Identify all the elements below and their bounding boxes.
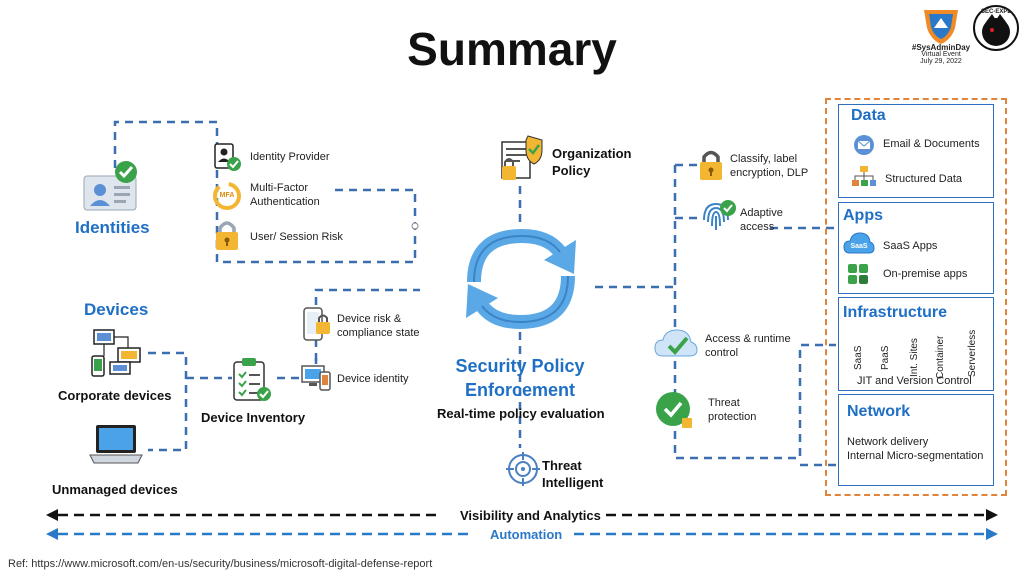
clipboard-check-icon (230, 356, 272, 402)
organization-policy-label: Organization Policy (552, 146, 632, 178)
classify-label: Classify, label encryption, DLP (730, 153, 809, 179)
device-identity-label: Device identity (337, 373, 409, 385)
realtime-evaluation-label: Real-time policy evaluation (437, 406, 605, 421)
reference-link[interactable]: Ref: https://www.microsoft.com/en-us/sec… (8, 558, 433, 570)
network-box: Network Network delivery Internal Micro-… (838, 394, 994, 486)
identity-provider-label: Identity Provider (250, 151, 330, 163)
structured-data-icon (851, 165, 877, 189)
device-identity-icon (300, 362, 332, 392)
adaptive-access-label: Adaptive access (740, 207, 783, 233)
corporate-devices-label: Corporate devices (58, 388, 172, 403)
infra-col-paas: PaaS (880, 345, 891, 370)
data-box: Data Email & Documents Structured Data (838, 104, 994, 198)
saas-apps-label: SaaS Apps (883, 240, 938, 252)
infrastructure-title: Infrastructure (843, 304, 948, 321)
fingerprint-icon (698, 198, 738, 236)
mfa-label: Multi-Factor Authentication (250, 182, 320, 208)
network-title: Network (847, 403, 911, 420)
mfa-icon-text: MFA (219, 192, 235, 199)
identity-card-icon (80, 160, 140, 212)
laptop-icon (88, 423, 144, 471)
devices-label: Devices (84, 300, 149, 319)
infrastructure-box: Infrastructure SaaS PaaS Int. Sites Cont… (838, 297, 994, 391)
network-delivery-label: Network delivery (847, 436, 929, 448)
organization-policy-icon (498, 134, 546, 184)
email-documents-label: Email & Documents (883, 138, 980, 150)
saas-cloud-icon (843, 231, 875, 255)
sync-arrows-icon (460, 226, 582, 332)
infra-col-int-sites: Int. Sites (909, 338, 920, 377)
identities-label: Identities (75, 218, 150, 237)
threat-protection-icon (654, 390, 696, 430)
identity-provider-icon (212, 142, 242, 172)
app-grid-icon (847, 263, 869, 285)
target-icon (506, 452, 540, 486)
device-risk-label: Device risk & compliance state (337, 313, 420, 339)
infra-col-saas: SaaS (853, 345, 864, 370)
jit-version-label: JIT and Version Control (857, 375, 972, 387)
sysadminday-text: #SysAdminDay Virtual Event July 29, 2022 (911, 43, 971, 66)
threat-protection-label: Threat protection (708, 397, 757, 423)
mobile-lock-icon (302, 306, 332, 342)
automation-label: Automation (490, 527, 563, 542)
user-session-risk-label: User/ Session Risk (250, 231, 343, 243)
sysadminday-logo (918, 6, 964, 46)
micro-segmentation-label: Internal Micro-segmentation (847, 450, 984, 462)
device-inventory-label: Device Inventory (201, 410, 306, 425)
sec-expl-logo (972, 4, 1020, 52)
access-runtime-label: Access & runtime control (705, 333, 791, 359)
apps-box: Apps SaaS SaaS Apps On-premise apps (838, 202, 994, 294)
page-title: Summary (407, 23, 617, 75)
threat-intelligent-label: Threat Intelligent (542, 458, 604, 490)
apps-title: Apps (843, 207, 883, 224)
sec-expl-logo-text: SEC-EXPL (980, 9, 1011, 15)
corporate-devices-icon (88, 328, 144, 378)
saas-icon-text: SaaS (850, 243, 868, 250)
structured-data-label: Structured Data (885, 173, 963, 185)
unmanaged-devices-label: Unmanaged devices (52, 482, 178, 497)
padlock-icon (698, 148, 724, 182)
resources-panel (825, 98, 1007, 496)
visibility-analytics-label: Visibility and Analytics (460, 508, 601, 523)
data-title: Data (851, 107, 886, 124)
lock-icon (212, 218, 242, 252)
on-premise-apps-label: On-premise apps (883, 268, 968, 280)
infra-col-container: Container (935, 335, 946, 379)
cloud-check-icon (653, 326, 699, 362)
mfa-icon (212, 181, 242, 211)
email-icon (853, 135, 875, 155)
infra-col-serverless: Serverless (967, 329, 978, 377)
security-policy-enforcement-label: Security Policy Enforcement (455, 356, 585, 400)
